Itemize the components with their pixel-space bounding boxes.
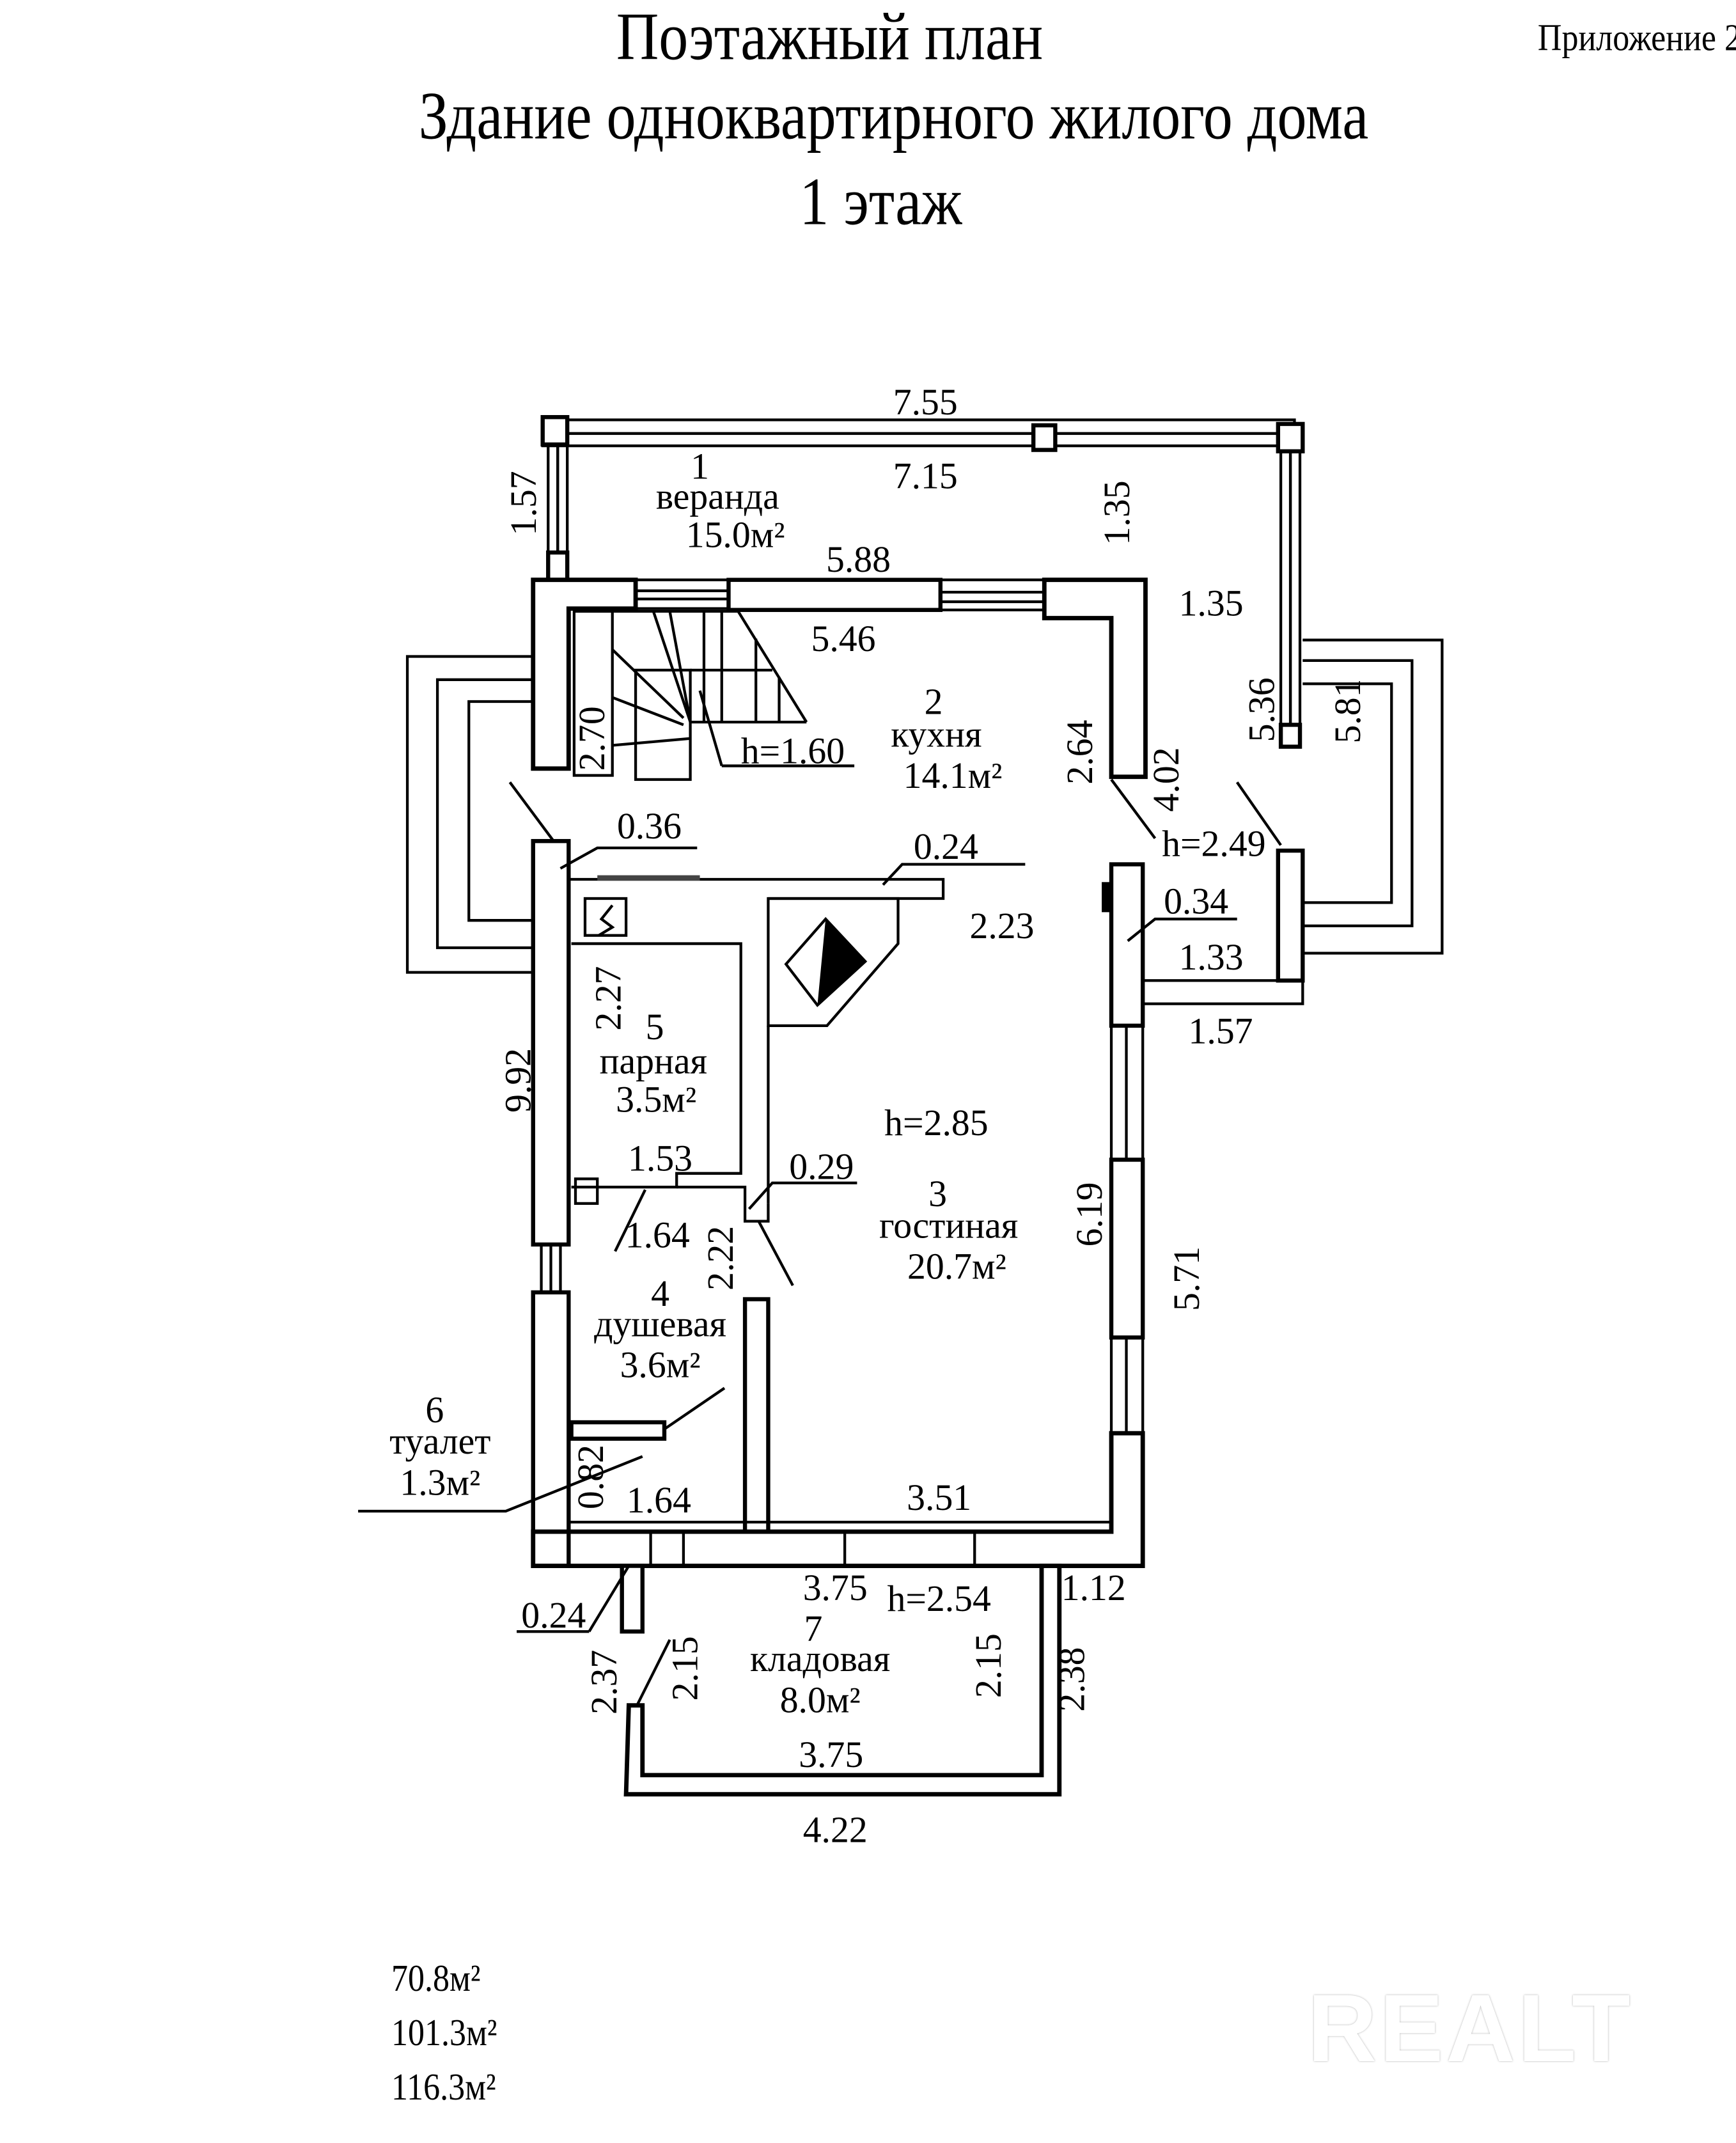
total-area-living: 70.8м² [391, 1958, 481, 2000]
room-veranda: 1 веранда 15.0м² [656, 446, 785, 555]
dim-label: 1.64 [625, 1215, 690, 1255]
room-number: 2 [925, 682, 943, 722]
dim-label: 1.64 [627, 1480, 691, 1521]
room-number: 6 [425, 1390, 444, 1431]
porch-height: h=2.49 [1162, 824, 1265, 865]
total-area-all: 116.3м² [391, 2066, 496, 2108]
dim-label: 1.57 [1189, 1012, 1253, 1052]
dim-label: 2.70 [572, 706, 613, 771]
room-area: 15.0м² [686, 515, 785, 555]
dim-label: 6.19 [1070, 1182, 1110, 1246]
sauna-stove-icon [583, 897, 628, 937]
partitions [568, 875, 945, 1534]
room-name: кухня [891, 715, 981, 755]
dim-label: 3.51 [907, 1478, 971, 1518]
dim-label: 1.35 [1179, 583, 1244, 624]
right-porch [1110, 638, 1444, 1005]
dim-label: 1.35 [1097, 480, 1138, 545]
room-area: 1.3м² [400, 1463, 480, 1503]
leader-lines [358, 846, 1237, 1633]
total-area-general: 101.3м² [391, 2012, 497, 2054]
dim-label: 1.33 [1179, 938, 1244, 978]
room-name: душевая [594, 1304, 726, 1344]
room-area: 20.7м² [907, 1246, 1006, 1287]
left-wall [531, 838, 571, 1568]
dim-label: 1.12 [1061, 1568, 1126, 1608]
dimension-labels-vertical: 1.57 1.35 2.70 2.64 4.02 5.36 5.81 9.92 … [498, 471, 1368, 1714]
room-name: кладовая [750, 1639, 890, 1679]
dim-label: 2.64 [1060, 720, 1100, 785]
dim-label: 3.75 [803, 1568, 868, 1608]
dim-label: 0.24 [914, 827, 978, 867]
room-name: гостиная [879, 1205, 1018, 1246]
dim-label: 3.75 [799, 1735, 863, 1775]
door-swing [508, 781, 555, 842]
dim-label: 5.81 [1328, 679, 1368, 743]
dim-label: 7.55 [893, 382, 958, 423]
room-name: туалет [389, 1422, 490, 1462]
storage-walls [588, 1564, 1062, 1797]
room-toilet: 6 туалет 1.3м² [389, 1390, 490, 1503]
room-area: 3.5м² [616, 1080, 696, 1120]
room-name: парная [600, 1042, 707, 1082]
room-number: 5 [646, 1007, 664, 1048]
plan-title: Поэтажный план [616, 0, 1044, 74]
room-living: 3 гостиная 20.7м² h=2.85 [879, 1103, 1018, 1287]
dim-label: 1.57 [504, 471, 544, 535]
left-porch [405, 655, 555, 974]
veranda-post [540, 415, 570, 447]
room-number: 1 [691, 446, 709, 487]
dim-label: 0.29 [789, 1147, 854, 1187]
room-area: 8.0м² [780, 1680, 861, 1720]
dim-label: 0.82 [571, 1445, 611, 1509]
bottom-wall [568, 1520, 1112, 1566]
dim-label: 2.37 [584, 1650, 625, 1715]
room-number: 3 [928, 1174, 947, 1214]
floor-title: 1 этаж [799, 164, 962, 239]
dim-label: 5.46 [811, 619, 876, 659]
room-height: h=1.60 [741, 731, 845, 771]
building-title: Здание одноквартирного жилого дома [418, 78, 1369, 153]
dim-label: 2.23 [970, 906, 1035, 946]
dim-label: 2.22 [701, 1226, 741, 1291]
staircase [572, 609, 855, 781]
dim-label: 5.36 [1242, 677, 1282, 742]
room-name: веранда [656, 477, 779, 517]
door-swing [1235, 781, 1282, 846]
dim-label: 2.38 [1052, 1647, 1092, 1712]
right-wall [531, 862, 1145, 1568]
dimension-labels: 7.55 7.15 5.88 5.46 1.35 0.36 0.24 2.23 … [521, 382, 1253, 1851]
dim-label: 4.02 [1146, 747, 1187, 812]
dim-label: 2.15 [665, 1636, 705, 1700]
room-shower: 4 душевая 3.6м² [594, 1274, 726, 1385]
room-number: 7 [804, 1609, 823, 1649]
appendix-label: Приложение 2 [1537, 17, 1736, 59]
room-storage: 7 кладовая 8.0м² h=2.54 [750, 1579, 991, 1720]
room-sauna: 5 парная 3.5м² [600, 1007, 707, 1120]
dim-label: 4.22 [803, 1810, 868, 1851]
room-kitchen: 2 кухня 14.1м² h=1.60 [741, 682, 1003, 796]
veranda-post [1031, 423, 1058, 452]
dim-label: 5.88 [826, 540, 891, 580]
kitchen-walls [531, 577, 1148, 780]
room-height: h=2.85 [884, 1103, 988, 1143]
realt-watermark: REALT [1308, 1974, 1633, 2082]
room-area: 14.1м² [903, 756, 1003, 796]
dim-label: 2.15 [969, 1633, 1009, 1698]
room-number: 4 [651, 1274, 669, 1314]
dim-label: 5.71 [1167, 1246, 1207, 1311]
dim-label: 9.92 [498, 1048, 538, 1113]
room-area: 3.6м² [620, 1345, 701, 1385]
veranda-walls [540, 415, 1305, 749]
dim-label: 0.24 [521, 1596, 586, 1636]
veranda-post [1276, 421, 1305, 453]
room-height: h=2.54 [887, 1579, 990, 1619]
dim-label: 0.34 [1164, 881, 1228, 922]
dim-label: 0.36 [617, 806, 682, 847]
dim-label: 2.27 [589, 966, 629, 1031]
dim-label: 1.53 [628, 1139, 692, 1179]
dim-label: 7.15 [893, 456, 958, 496]
